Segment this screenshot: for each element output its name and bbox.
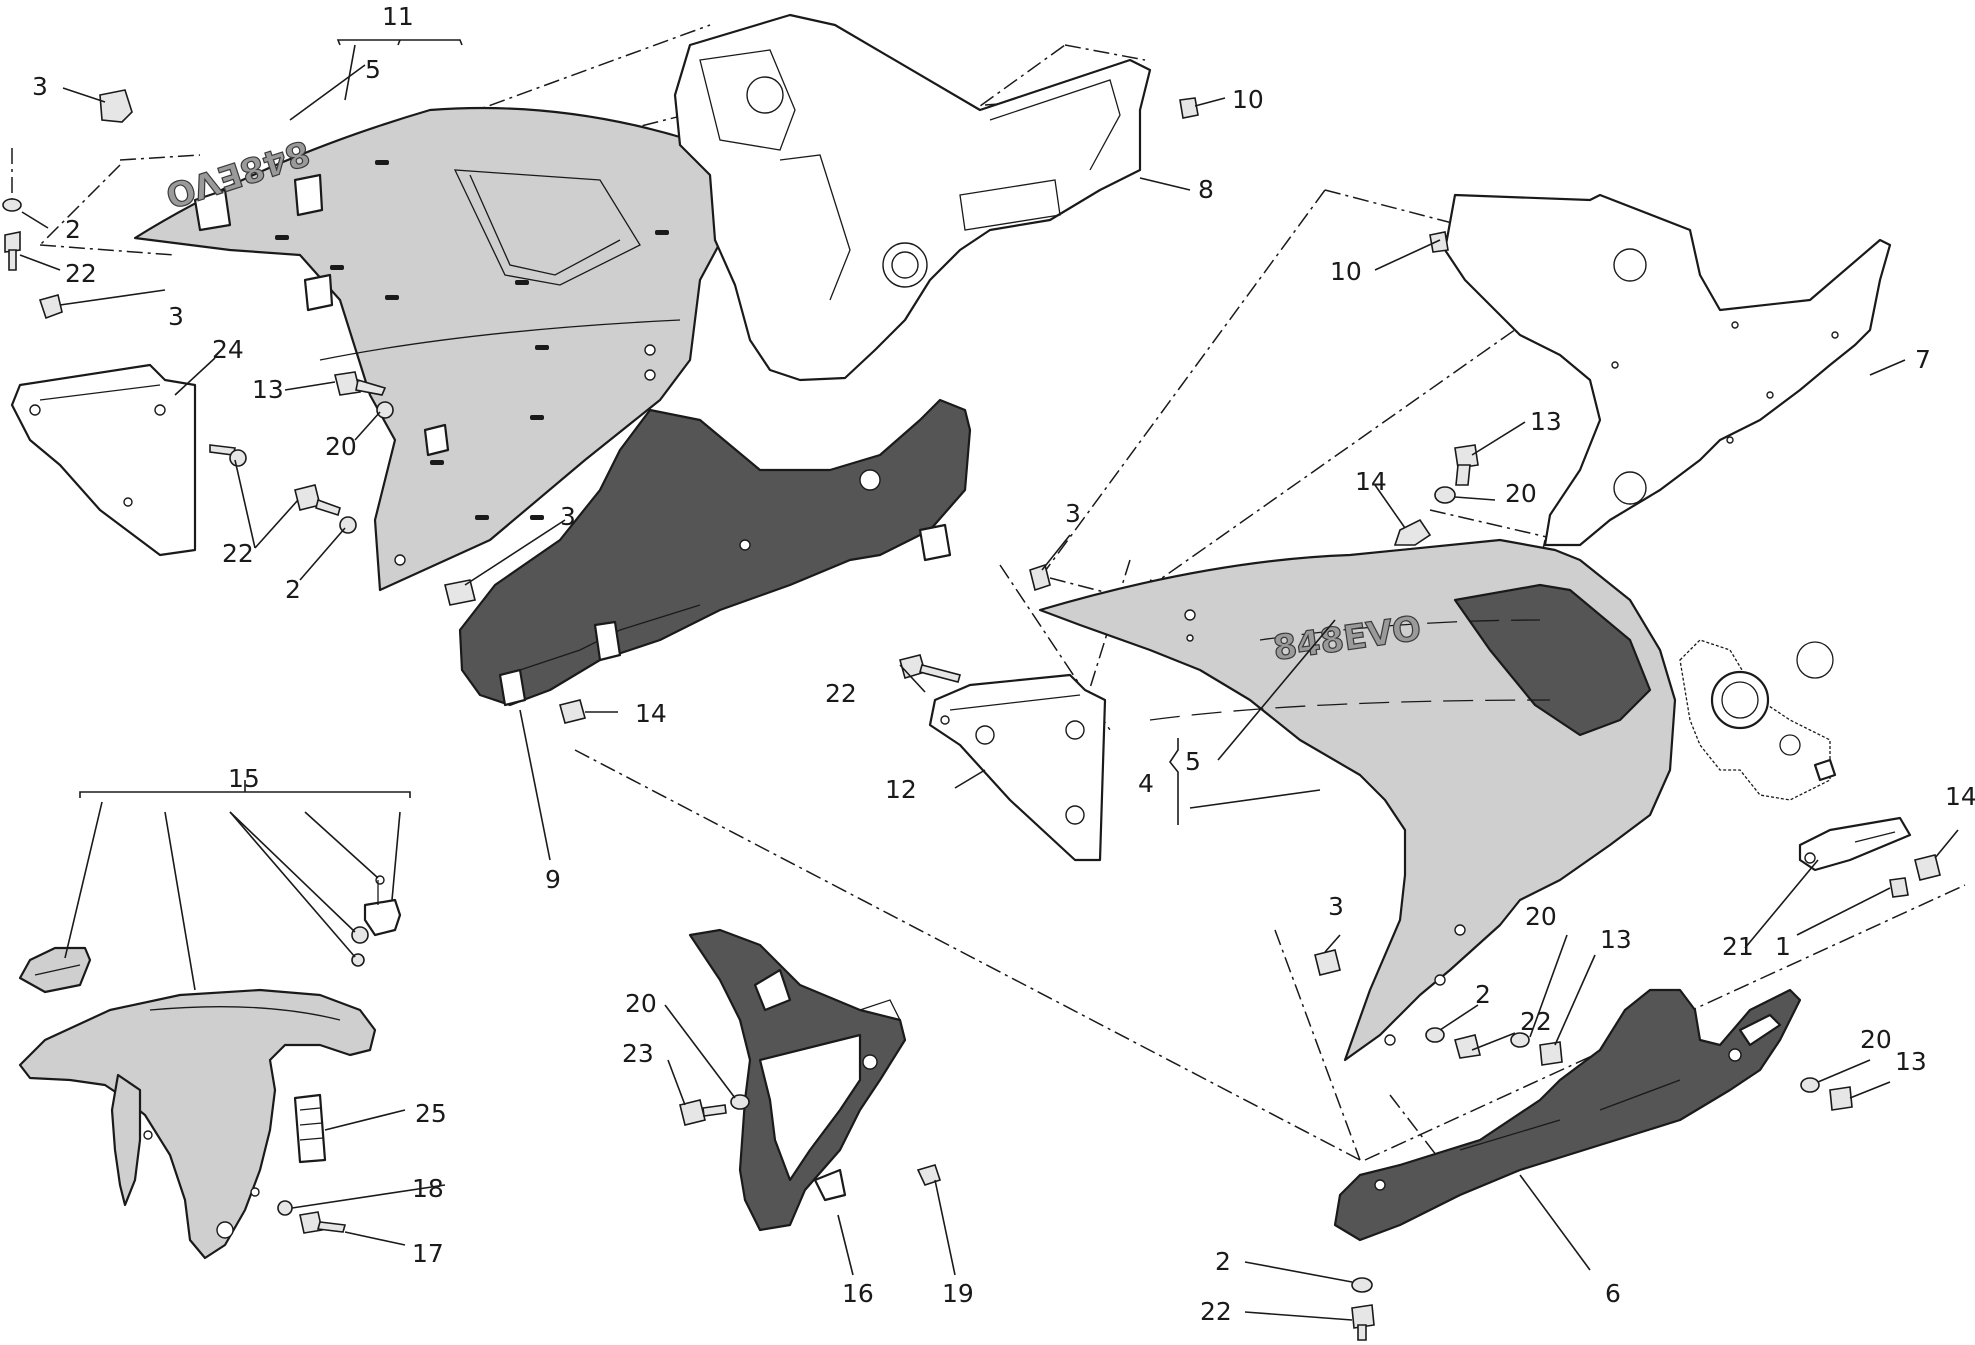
callout-22: 22 [222, 539, 254, 568]
callout-10: 10 [1330, 257, 1362, 286]
lower-side-panel [688, 928, 907, 1232]
callout-20: 20 [1525, 902, 1557, 931]
callout-9: 9 [545, 865, 561, 894]
callout-6: 6 [1605, 1279, 1621, 1308]
callout-13: 13 [1895, 1047, 1927, 1076]
callout-12: 12 [885, 775, 917, 804]
callout-21: 21 [1722, 932, 1754, 961]
callout-3: 3 [168, 302, 184, 331]
callout-25: 25 [415, 1099, 447, 1128]
callout-14: 14 [1945, 782, 1975, 811]
callout-20: 20 [1505, 479, 1537, 508]
callout-3: 3 [32, 72, 48, 101]
hardware [2, 89, 1941, 1341]
callout-10: 10 [1232, 85, 1264, 114]
callout-17: 17 [412, 1239, 444, 1268]
callout-14: 14 [1355, 467, 1387, 496]
left-inner-dark-panel [458, 398, 972, 707]
callout-labels: 1 2 2 2 2 3 3 3 3 3 4 5 5 6 7 8 9 10 10 … [32, 2, 1975, 1326]
callout-24: 24 [212, 335, 244, 364]
callout-18: 18 [412, 1174, 444, 1203]
callout-22: 22 [1520, 1007, 1552, 1036]
callout-16: 16 [842, 1279, 874, 1308]
callout-20: 20 [1860, 1025, 1892, 1054]
callout-20: 20 [625, 989, 657, 1018]
callout-1: 1 [1775, 932, 1791, 961]
callout-23: 23 [622, 1039, 654, 1068]
callout-13: 13 [1600, 925, 1632, 954]
callout-2: 2 [65, 215, 81, 244]
callout-5: 5 [1185, 747, 1201, 776]
callout-4: 4 [1138, 769, 1154, 798]
callout-11: 11 [382, 2, 414, 31]
callout-15: 15 [228, 764, 260, 793]
callout-22: 22 [825, 679, 857, 708]
callout-13: 13 [1530, 407, 1562, 436]
bracket-21 [1798, 758, 1912, 872]
callout-2: 2 [1475, 980, 1491, 1009]
engine-context-sketch [1679, 639, 1834, 801]
callout-2: 2 [1215, 1247, 1231, 1276]
left-small-bracket-panel [10, 363, 197, 557]
right-upper-fairing: 848EVO [1038, 538, 1677, 1062]
callout-8: 8 [1198, 175, 1214, 204]
callout-5: 5 [365, 55, 381, 84]
mid-bracket-panel [928, 673, 1107, 862]
inner-frame-panel [673, 13, 1152, 382]
callout-7: 7 [1915, 345, 1931, 374]
callout-22: 22 [1200, 1297, 1232, 1326]
callout-13: 13 [252, 375, 284, 404]
callout-3: 3 [560, 502, 576, 531]
callout-2: 2 [285, 575, 301, 604]
callout-14: 14 [635, 699, 667, 728]
callout-22: 22 [65, 259, 97, 288]
front-mudguard [18, 875, 402, 1260]
right-inner-frame-panel [1443, 193, 1892, 547]
callout-3: 3 [1065, 499, 1081, 528]
leader-lines [19, 39, 1959, 1321]
lower-belly-panel [1333, 988, 1802, 1242]
callout-3: 3 [1328, 892, 1344, 921]
callout-20: 20 [325, 432, 357, 461]
callout-19: 19 [942, 1279, 974, 1308]
